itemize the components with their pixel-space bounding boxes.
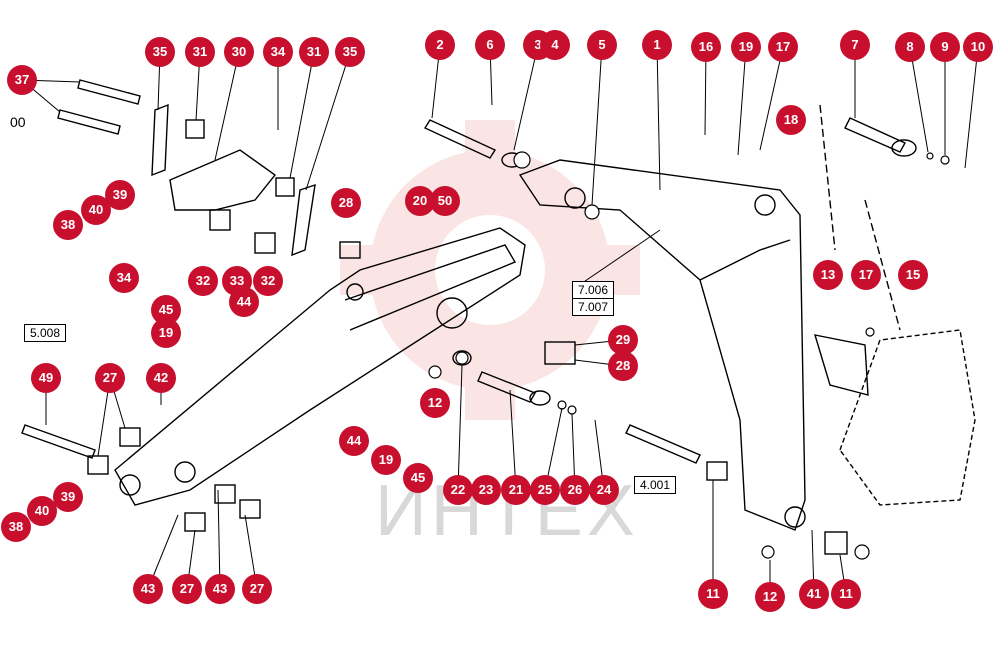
- part-callout-23[interactable]: 23: [471, 475, 501, 505]
- part-callout-27[interactable]: 27: [95, 363, 125, 393]
- section-reference-link[interactable]: 4.001: [634, 476, 677, 494]
- part-callout-9[interactable]: 9: [930, 32, 960, 62]
- part-callout-27[interactable]: 27: [242, 574, 272, 604]
- boom-mount-bracket: [839, 329, 976, 506]
- part-callout-17[interactable]: 17: [768, 32, 798, 62]
- part-callout-11[interactable]: 11: [698, 579, 728, 609]
- part-callout-49[interactable]: 49: [31, 363, 61, 393]
- bracket-dashed: [819, 104, 901, 331]
- dipper-arm: [114, 227, 526, 506]
- part-callout-40[interactable]: 40: [27, 496, 57, 526]
- part-callout-40[interactable]: 40: [81, 195, 111, 225]
- part-callout-13[interactable]: 13: [813, 260, 843, 290]
- main-boom: [518, 159, 806, 531]
- part-callout-44[interactable]: 44: [229, 287, 259, 317]
- part-callout-35[interactable]: 35: [335, 37, 365, 67]
- part-callout-10[interactable]: 10: [963, 32, 993, 62]
- dipper-arm-inner: [344, 244, 517, 331]
- part-callout-34[interactable]: 34: [109, 263, 139, 293]
- part-callout-16[interactable]: 16: [691, 32, 721, 62]
- part-callout-11[interactable]: 11: [831, 579, 861, 609]
- part-callout-28[interactable]: 28: [331, 188, 361, 218]
- part-callout-7[interactable]: 7: [840, 30, 870, 60]
- part-callout-19[interactable]: 19: [151, 318, 181, 348]
- wear-plate-13: [813, 334, 869, 396]
- part-callout-30[interactable]: 30: [224, 37, 254, 67]
- part-callout-31[interactable]: 31: [299, 37, 329, 67]
- part-callout-50[interactable]: 50: [430, 186, 460, 216]
- pin-37: [57, 79, 141, 135]
- part-callout-38[interactable]: 38: [1, 512, 31, 542]
- part-callout-18[interactable]: 18: [776, 105, 806, 135]
- part-callout-29[interactable]: 29: [608, 325, 638, 355]
- part-callout-27[interactable]: 27: [172, 574, 202, 604]
- pin-7: [844, 117, 906, 153]
- part-callout-19[interactable]: 19: [371, 445, 401, 475]
- part-callout-12[interactable]: 12: [755, 582, 785, 612]
- pin-21: [477, 371, 536, 403]
- part-callout-42[interactable]: 42: [146, 363, 176, 393]
- section-reference-link[interactable]: 5.008: [24, 324, 67, 342]
- part-callout-19[interactable]: 19: [731, 32, 761, 62]
- part-callout-35[interactable]: 35: [145, 37, 175, 67]
- link-30: [169, 149, 277, 211]
- pin-49: [21, 424, 96, 459]
- part-callout-17[interactable]: 17: [851, 260, 881, 290]
- part-callout-41[interactable]: 41: [799, 579, 829, 609]
- part-callout-34[interactable]: 34: [263, 37, 293, 67]
- part-callout-15[interactable]: 15: [898, 260, 928, 290]
- part-callout-43[interactable]: 43: [133, 574, 163, 604]
- part-callout-45[interactable]: 45: [403, 463, 433, 493]
- part-callout-6[interactable]: 6: [475, 30, 505, 60]
- section-reference-link[interactable]: 7.006: [572, 281, 615, 299]
- part-callout-1[interactable]: 1: [642, 30, 672, 60]
- pin-4001: [625, 424, 701, 464]
- part-callout-26[interactable]: 26: [560, 475, 590, 505]
- part-callout-37[interactable]: 37: [7, 65, 37, 95]
- part-callout-5[interactable]: 5: [587, 30, 617, 60]
- part-callout-32[interactable]: 32: [188, 266, 218, 296]
- part-callout-4[interactable]: 4: [540, 30, 570, 60]
- part-callout-32[interactable]: 32: [253, 266, 283, 296]
- part-callout-21[interactable]: 21: [501, 475, 531, 505]
- section-reference-link[interactable]: 7.007: [572, 298, 615, 316]
- part-callout-28[interactable]: 28: [608, 351, 638, 381]
- part-callout-39[interactable]: 39: [53, 482, 83, 512]
- part-callout-22[interactable]: 22: [443, 475, 473, 505]
- page-label: 00: [10, 114, 26, 130]
- part-callout-2[interactable]: 2: [425, 30, 455, 60]
- part-callout-24[interactable]: 24: [589, 475, 619, 505]
- part-callout-44[interactable]: 44: [339, 426, 369, 456]
- part-callout-38[interactable]: 38: [53, 210, 83, 240]
- part-callout-12[interactable]: 12: [420, 388, 450, 418]
- part-callout-25[interactable]: 25: [530, 475, 560, 505]
- part-callout-8[interactable]: 8: [895, 32, 925, 62]
- part-callout-43[interactable]: 43: [205, 574, 235, 604]
- part-callout-31[interactable]: 31: [185, 37, 215, 67]
- pin-2: [423, 119, 497, 159]
